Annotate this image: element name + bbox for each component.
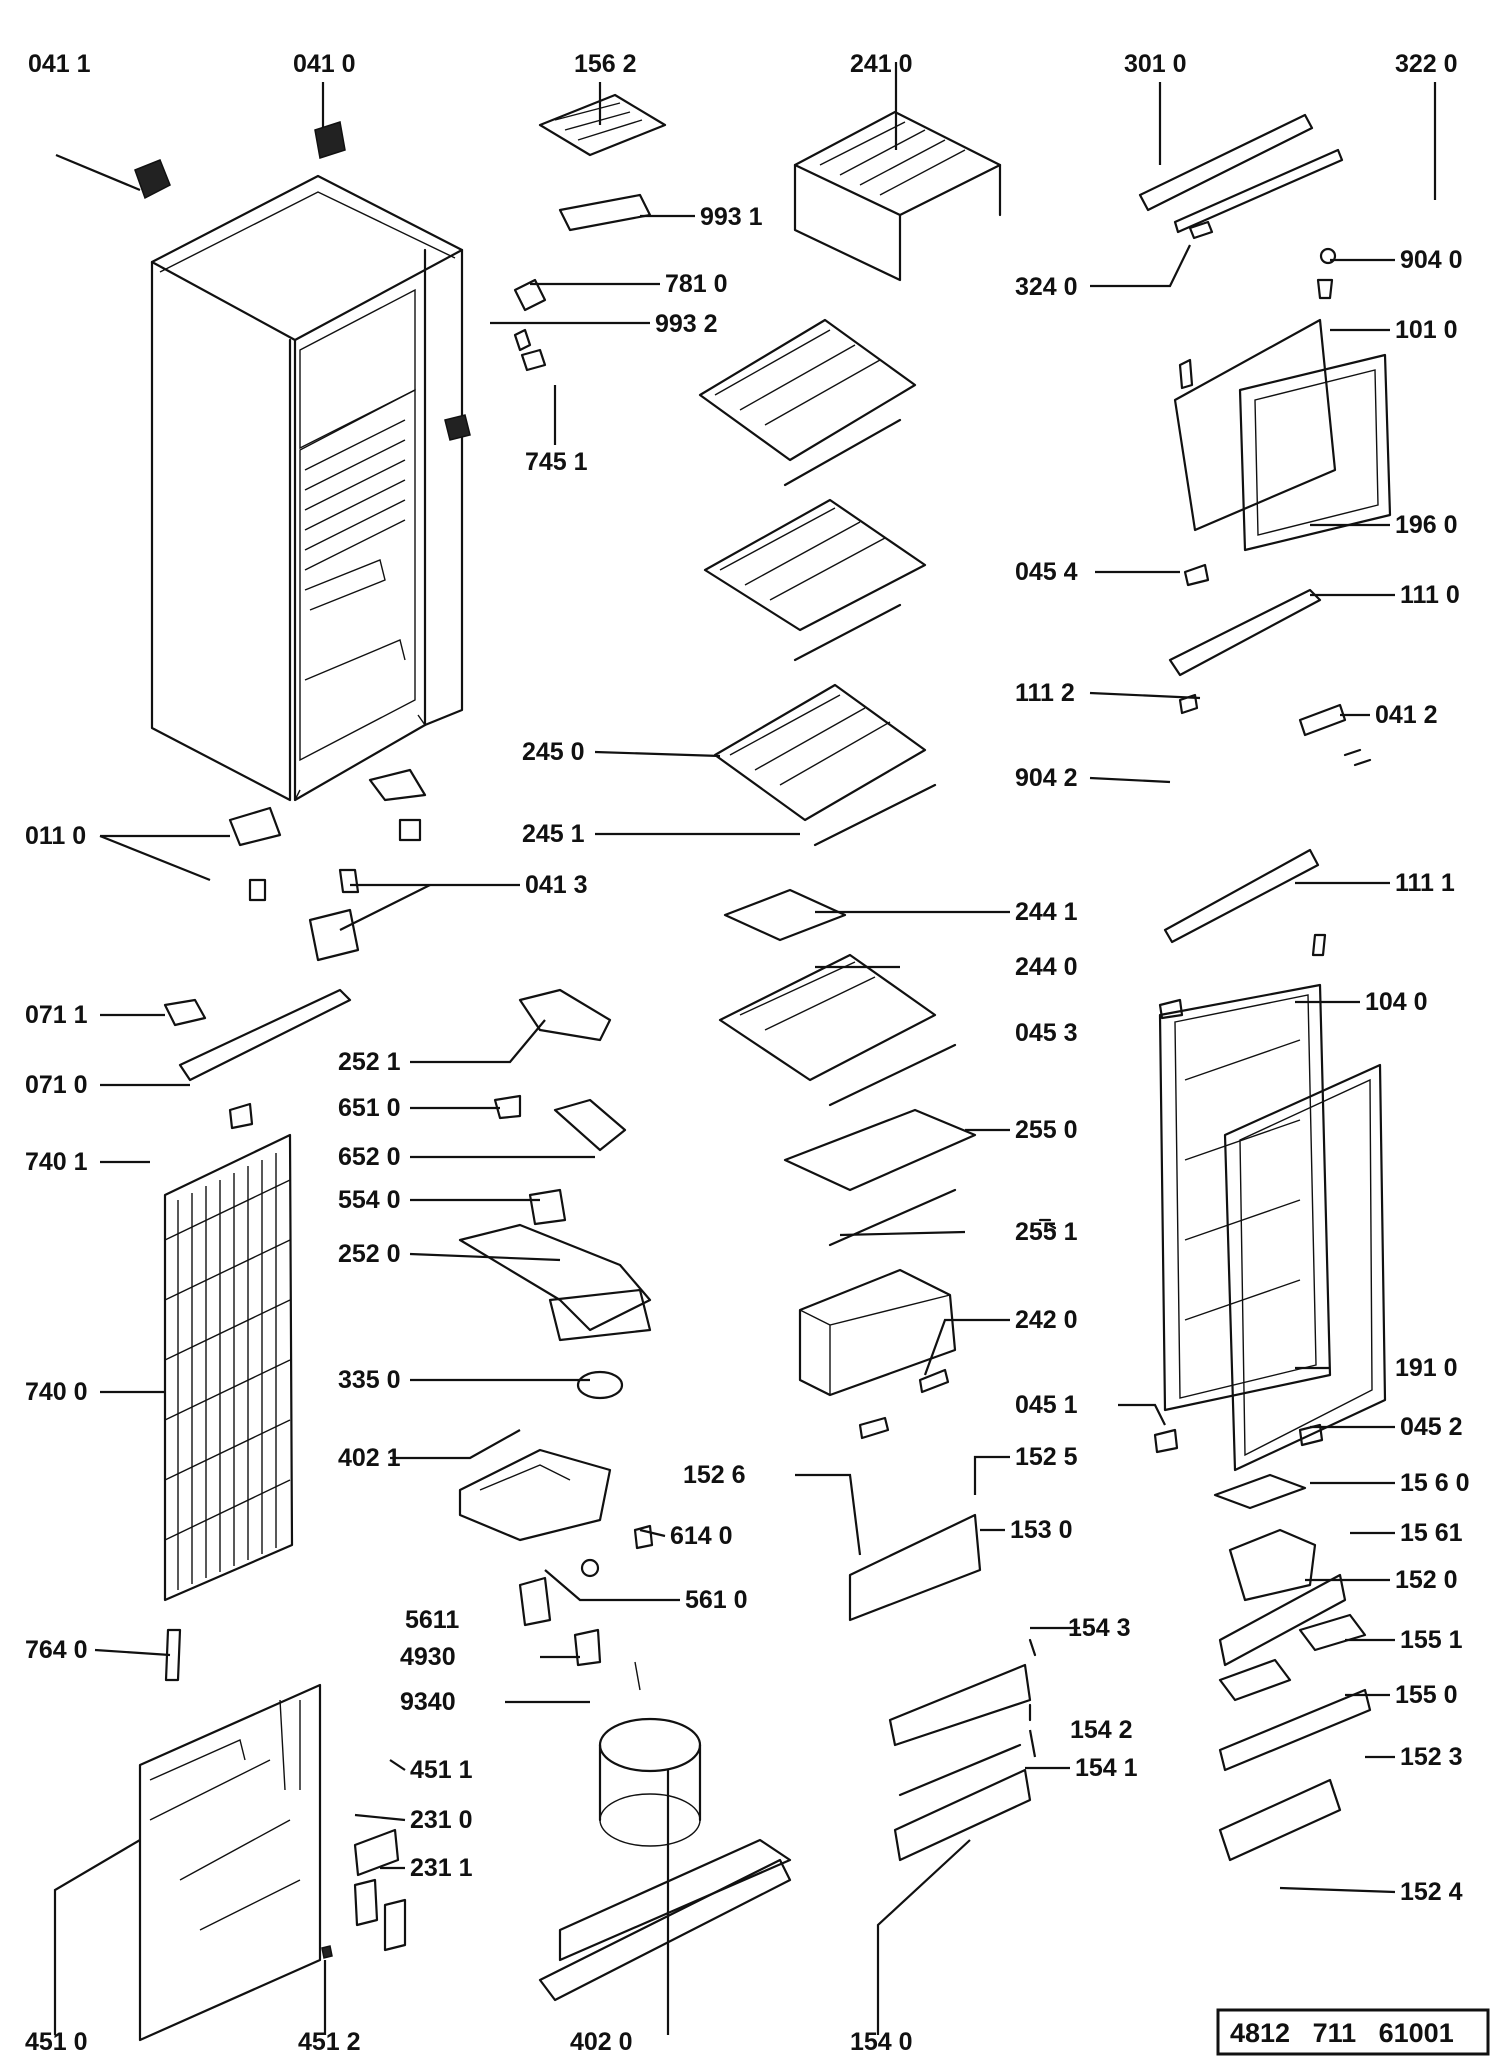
part-label: 322 0: [1395, 50, 1458, 78]
condenser: [163, 1102, 294, 1682]
part-label: 152 6: [683, 1461, 746, 1489]
part-label: 231 1: [410, 1854, 473, 1882]
part-label: 242 0: [1015, 1306, 1078, 1334]
part-label: 781 0: [665, 270, 728, 298]
fridge-shelves: [698, 318, 977, 1440]
part-label: 451 2: [298, 2028, 361, 2056]
part-label: 993 2: [655, 310, 718, 338]
part-label: 111 1: [1395, 869, 1455, 897]
document-number: 4812 711 61001: [1230, 2018, 1454, 2048]
cabinet-assembly: [150, 174, 464, 802]
part-label: 154 3: [1068, 1614, 1131, 1642]
part-label: 740 1: [25, 1148, 88, 1176]
part-label: 451 1: [410, 1756, 473, 1784]
part-label: 335 0: [338, 1366, 401, 1394]
part-label: 152 4: [1400, 1878, 1463, 1906]
part-label: 5611: [405, 1606, 459, 1634]
part-label: 652 0: [338, 1143, 401, 1171]
rear-panel: [138, 1683, 322, 2042]
part-label: 045 4: [1015, 558, 1078, 586]
part-label: 15 6 0: [1400, 1469, 1470, 1497]
part-label: 045 3: [1015, 1019, 1078, 1047]
part-label: 111 2: [1015, 679, 1075, 707]
part-label: 904 2: [1015, 764, 1078, 792]
part-label: 554 0: [338, 1186, 401, 1214]
part-label: 324 0: [1015, 273, 1078, 301]
door-parts: [1138, 113, 1392, 1472]
part-label: 244 1: [1015, 898, 1078, 926]
part-label: 041 0: [293, 50, 356, 78]
part-label: 152 3: [1400, 1743, 1463, 1771]
part-label: 153 0: [1010, 1516, 1073, 1544]
part-label: 155 0: [1395, 1681, 1458, 1709]
part-label: 451 0: [25, 2028, 88, 2056]
part-label: 745 1: [525, 448, 588, 476]
leader-lines: [53, 62, 1437, 2035]
part-label: 041 2: [1375, 701, 1438, 729]
part-label: 111 0: [1400, 581, 1460, 609]
part-label: 045 1: [1015, 1391, 1078, 1419]
part-labels: 041 1 041 0 156 2 241 0 301 0 322 0 993 …: [25, 50, 1470, 2056]
part-label: 301 0: [1124, 50, 1187, 78]
part-label: 255 0: [1015, 1116, 1078, 1144]
part-label: 245 1: [522, 820, 585, 848]
compressor-and-cradle: [538, 1717, 792, 2002]
part-label: 764 0: [25, 1636, 88, 1664]
hinges-and-feet: [134, 121, 471, 1082]
part-label: 4930: [400, 1643, 456, 1671]
small-parts: [321, 1828, 407, 1959]
part-label: 154 0: [850, 2028, 913, 2056]
part-label: 231 0: [410, 1806, 473, 1834]
part-label: 255 1: [1015, 1218, 1078, 1246]
part-label: 045 2: [1400, 1413, 1463, 1441]
part-label: 993 1: [700, 203, 763, 231]
part-label: 155 1: [1400, 1626, 1463, 1654]
part-label: 041 1: [28, 50, 91, 78]
part-label: 9340: [400, 1688, 456, 1716]
part-label: 402 1: [338, 1444, 401, 1472]
part-label: 244 0: [1015, 953, 1078, 981]
part-label: 101 0: [1395, 316, 1458, 344]
part-label: 614 0: [670, 1522, 733, 1550]
part-label: 252 1: [338, 1048, 401, 1076]
door-bins: [848, 1218, 1372, 1862]
part-label: 156 2: [574, 50, 637, 78]
part-label: 651 0: [338, 1094, 401, 1122]
part-label: 011 0: [25, 822, 86, 850]
part-label: 245 0: [522, 738, 585, 766]
part-label: 241 0: [850, 50, 913, 78]
part-label: 561 0: [685, 1586, 748, 1614]
part-label: 041 3: [525, 871, 588, 899]
part-label: 402 0: [570, 2028, 633, 2056]
part-label: 191 0: [1395, 1354, 1458, 1382]
part-label: 252 0: [338, 1240, 401, 1268]
part-label: 071 0: [25, 1071, 88, 1099]
part-label: 196 0: [1395, 511, 1458, 539]
part-label: 15 61: [1400, 1519, 1463, 1547]
part-label: 104 0: [1365, 988, 1428, 1016]
part-label: 071 1: [25, 1001, 88, 1029]
part-label: 740 0: [25, 1378, 88, 1406]
part-label: 152 5: [1015, 1443, 1078, 1471]
part-label: 904 0: [1400, 246, 1463, 274]
freezer-shelves: [513, 93, 1002, 372]
part-label: 152 0: [1395, 1566, 1458, 1594]
part-label: 154 2: [1070, 1716, 1133, 1744]
document-number-box: 4812 711 61001: [1216, 2008, 1490, 2056]
part-label: 154 1: [1075, 1754, 1138, 1782]
thermostat-and-controls: [458, 988, 654, 1691]
